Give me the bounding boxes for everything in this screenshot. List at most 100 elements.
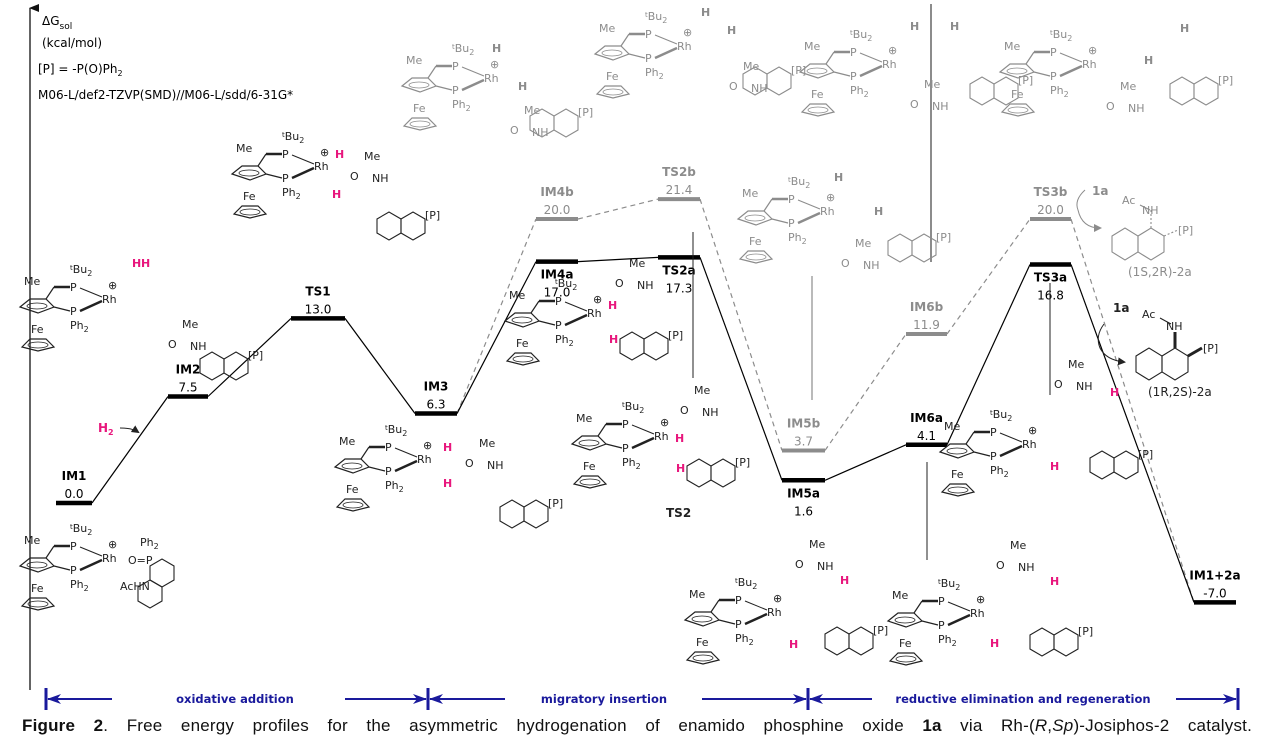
svg-text:NH: NH: [751, 82, 768, 95]
svg-text:Me: Me: [1068, 358, 1084, 371]
product-minor-ac: Ac: [1122, 194, 1135, 207]
level-value-im3: 6.3: [426, 398, 445, 412]
svg-text:tBu2: tBu2: [555, 277, 577, 292]
svg-text:[P]: [P]: [1138, 448, 1153, 461]
level-name-ts1: TS1: [305, 284, 330, 298]
svg-text:1a: 1a: [1092, 184, 1108, 198]
svg-text:[P]: [P]: [668, 329, 683, 342]
svg-text:NH: NH: [1018, 561, 1035, 574]
svg-text:P: P: [282, 148, 289, 161]
svg-text:H: H: [608, 299, 617, 312]
svg-text:H: H: [840, 574, 849, 587]
level-name-im1: IM1: [62, 469, 87, 483]
svg-text:[P]: [P]: [248, 349, 263, 362]
level-value-im1-2a: -7.0: [1203, 586, 1226, 600]
svg-text:Fe: Fe: [951, 468, 964, 481]
svg-text:Ph2: Ph2: [70, 319, 89, 334]
svg-text:O: O: [510, 124, 519, 137]
svg-text:Me: Me: [804, 40, 820, 53]
svg-text:Fe: Fe: [811, 88, 824, 101]
svg-text:Rh: Rh: [314, 160, 329, 173]
energy-levels: [56, 197, 1236, 605]
svg-text:P: P: [735, 594, 742, 607]
svg-text:Me: Me: [1004, 40, 1020, 53]
svg-text:tBu2: tBu2: [645, 10, 667, 25]
svg-text:[P]: [P]: [791, 64, 806, 77]
energy-level-labels: IM10.0IM27.5TS113.0IM36.3IM4a17.0TS2a17.…: [62, 165, 1241, 600]
svg-text:H: H: [518, 80, 527, 93]
svg-text:Fe: Fe: [243, 190, 256, 203]
svg-text:Me: Me: [599, 22, 615, 35]
svg-text:⊕: ⊕: [683, 26, 692, 39]
svg-text:NH: NH: [817, 560, 834, 573]
svg-text:Rh: Rh: [102, 552, 117, 565]
svg-text:Me: Me: [855, 237, 871, 250]
svg-text:Me: Me: [24, 275, 40, 288]
h2-addition-annotation: H2: [98, 421, 140, 437]
connector-b-4: [946, 218, 1031, 335]
svg-text:H: H: [727, 24, 736, 37]
svg-text:H: H: [910, 20, 919, 33]
level-name-ts2a: TS2a: [662, 263, 695, 277]
svg-text:Ph2: Ph2: [452, 98, 471, 113]
p-definition: [P] = -P(O)Ph2: [38, 62, 123, 78]
svg-text:Rh: Rh: [677, 40, 692, 53]
svg-text:Fe: Fe: [346, 483, 359, 496]
svg-text:tBu2: tBu2: [70, 263, 92, 278]
level-name-im2: IM2: [176, 363, 201, 377]
svg-text:tBu2: tBu2: [452, 42, 474, 57]
svg-text:H: H: [1144, 54, 1153, 67]
svg-text:Rh: Rh: [102, 293, 117, 306]
svg-text:⊕: ⊕: [320, 146, 329, 159]
svg-text:P: P: [385, 441, 392, 454]
svg-text:Ph2: Ph2: [990, 464, 1009, 479]
level-value-im5a: 1.6: [794, 504, 813, 518]
svg-text:NH: NH: [1076, 380, 1093, 393]
svg-text:tBu2: tBu2: [788, 175, 810, 190]
level-name-im3: IM3: [424, 380, 449, 394]
svg-text:Rh: Rh: [820, 205, 835, 218]
svg-text:[P]: [P]: [735, 456, 750, 469]
level-value-ts2a: 17.3: [666, 281, 693, 295]
level-name-im5b: IM5b: [787, 416, 821, 430]
svg-text:⊕: ⊕: [108, 279, 117, 292]
svg-text:O: O: [615, 277, 624, 290]
svg-text:NH: NH: [487, 459, 504, 472]
ts2-structure-label: TS2: [666, 506, 691, 520]
connector-a-4: [577, 256, 659, 263]
svg-text:Rh: Rh: [484, 72, 499, 85]
level-value-im6a: 4.1: [917, 429, 936, 443]
svg-text:Me: Me: [892, 589, 908, 602]
svg-text:tBu2: tBu2: [622, 400, 644, 415]
substrate-release-annotation-minor: 1a: [1076, 184, 1108, 232]
level-name-im4b: IM4b: [540, 185, 574, 199]
svg-text:O: O: [680, 404, 689, 417]
svg-text:Ph2: Ph2: [850, 84, 869, 99]
svg-text:P: P: [622, 442, 629, 455]
pathway-b-connectors: [456, 198, 1195, 603]
svg-text:P: P: [555, 295, 562, 308]
product-minor-1S2R: [1111, 204, 1179, 261]
svg-text:tBu2: tBu2: [385, 423, 407, 438]
svg-text:O: O: [996, 559, 1005, 572]
svg-text:O: O: [841, 257, 850, 270]
svg-text:Rh: Rh: [1022, 438, 1037, 451]
svg-text:Me: Me: [629, 257, 645, 270]
level-value-im2: 7.5: [178, 381, 197, 395]
level-value-im1: 0.0: [64, 487, 83, 501]
product-minor-p: [P]: [1178, 224, 1193, 237]
level-name-im1-2a: IM1+2a: [1189, 568, 1240, 582]
level-name-im6a: IM6a: [910, 411, 943, 425]
substrate-release-annotation-major: 1a: [1097, 301, 1129, 366]
svg-text:P: P: [452, 84, 459, 97]
svg-text:Me: Me: [182, 318, 198, 331]
svg-text:Me: Me: [509, 289, 525, 302]
svg-text:H2: H2: [98, 421, 114, 437]
svg-text:P: P: [555, 319, 562, 332]
connector-b-1: [577, 198, 659, 220]
